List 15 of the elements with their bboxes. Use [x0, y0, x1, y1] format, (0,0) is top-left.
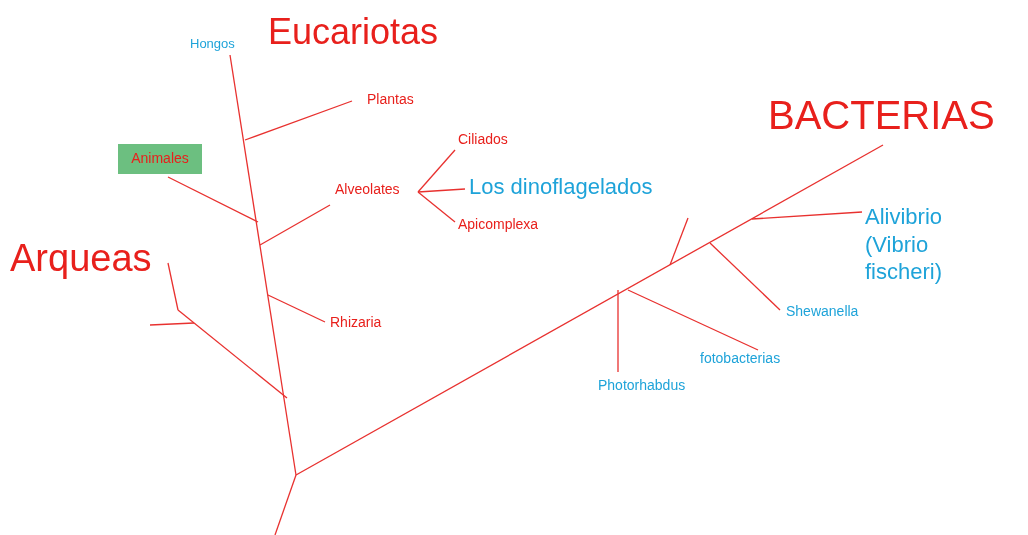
taxon-label: fotobacterias — [700, 351, 781, 367]
taxon-label: Hongos — [190, 37, 235, 52]
domain-label: Eucariotas — [268, 12, 439, 52]
taxon-label: Apicomplexa — [458, 217, 539, 233]
taxon-box: Animales — [118, 144, 202, 174]
domain-label: Arqueas — [10, 238, 152, 280]
domain-label: BACTERIAS — [768, 93, 995, 137]
taxon-label: Shewanella — [786, 304, 859, 320]
taxon-label: Ciliados — [458, 132, 508, 148]
taxon-label: Rhizaria — [330, 315, 382, 331]
taxon-label: Alivibrio (Vibrio fischeri) — [865, 203, 944, 286]
taxon-label: Photorhabdus — [598, 378, 686, 394]
taxon-label: Plantas — [367, 92, 414, 108]
taxon-label: Alveolates — [335, 182, 400, 198]
taxon-label: Los dinoflagelados — [469, 175, 653, 200]
